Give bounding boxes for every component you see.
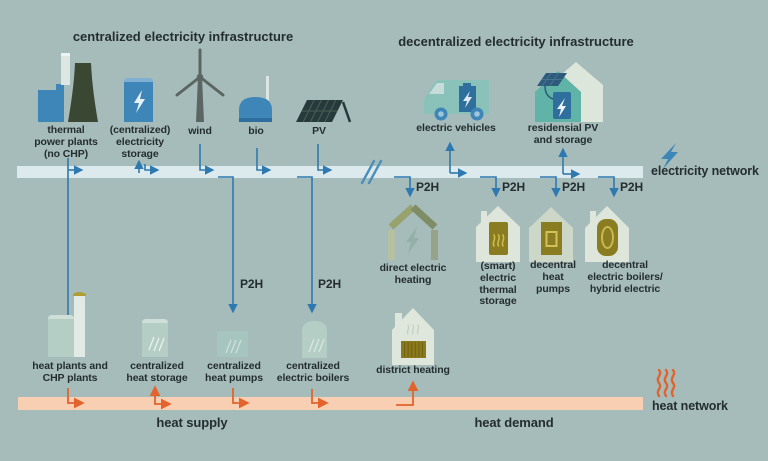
heat-storage-tank-icon (142, 319, 168, 357)
heading-decentralized: decentralized electricity infrastructure (398, 34, 634, 49)
label-p2h-central-1: P2H (240, 277, 264, 291)
label-electricity-network: electricity network (651, 164, 759, 178)
heat-pump-box-icon (217, 331, 248, 357)
label-centralized-heat-pumps: centralized heat pumps (205, 360, 263, 384)
solar-panel-icon (296, 99, 352, 123)
label-heat-network: heat network (652, 399, 728, 413)
heat-network-band (18, 397, 643, 410)
house-outline-bolt-icon (388, 204, 438, 260)
label-bio: bio (248, 125, 264, 137)
electricity-connectors (67, 141, 619, 317)
label-district-heating: district heating (376, 364, 450, 376)
biogas-tank-icon (239, 76, 272, 122)
label-centralized-heat-storage: centralized heat storage (126, 360, 188, 384)
label-p2h-decentral-2: P2H (502, 180, 526, 194)
label-direct-electric-heating: direct electric heating (379, 262, 447, 286)
label-p2h-decentral-3: P2H (562, 180, 586, 194)
label-centralized-electric-boilers: centralized electric boilers (276, 360, 350, 384)
boiler-tank-icon (302, 321, 327, 358)
label-heat-plants: heat plants and CHP plants (32, 360, 108, 384)
label-heat-supply: heat supply (156, 415, 228, 430)
label-electricity-storage: (centralized) electricity storage (109, 124, 171, 160)
label-pv: PV (312, 125, 326, 137)
heat-plant-icon (48, 292, 86, 357)
label-smart-thermal-storage: (smart) electric thermal storage (479, 260, 517, 308)
label-p2h-decentral-4: P2H (620, 180, 644, 194)
house-radiator-icon (392, 308, 434, 365)
label-heat-demand: heat demand (474, 415, 554, 430)
heat-connectors (67, 380, 419, 410)
band-break-icon (360, 159, 383, 185)
label-electric-vehicles: electric vehicles (416, 122, 496, 134)
label-p2h-decentral-1: P2H (416, 180, 440, 194)
label-wind: wind (188, 125, 212, 137)
label-p2h-central-2: P2H (318, 277, 342, 291)
electric-van-icon (424, 80, 489, 121)
label-thermal-power-plants: thermal power plants (no CHP) (34, 124, 98, 160)
heading-centralized: centralized electricity infrastructure (72, 29, 294, 44)
lightning-icon (661, 143, 678, 169)
label-decentral-heat-pumps: decentral heat pumps (530, 259, 576, 295)
house-pv-battery-icon (535, 62, 603, 122)
wind-turbine-icon (175, 48, 225, 122)
heat-waves-icon (656, 368, 676, 398)
battery-tank-icon (124, 78, 153, 122)
label-decentral-electric-boilers: decentral electric boilers/ hybrid elect… (587, 259, 663, 295)
label-residential-pv: residensial PV and storage (527, 122, 599, 146)
house-heat-pump-icon (529, 207, 573, 262)
house-thermal-tank-icon (476, 206, 520, 262)
house-boiler-icon (585, 206, 629, 262)
power-plant-icon (38, 53, 98, 122)
